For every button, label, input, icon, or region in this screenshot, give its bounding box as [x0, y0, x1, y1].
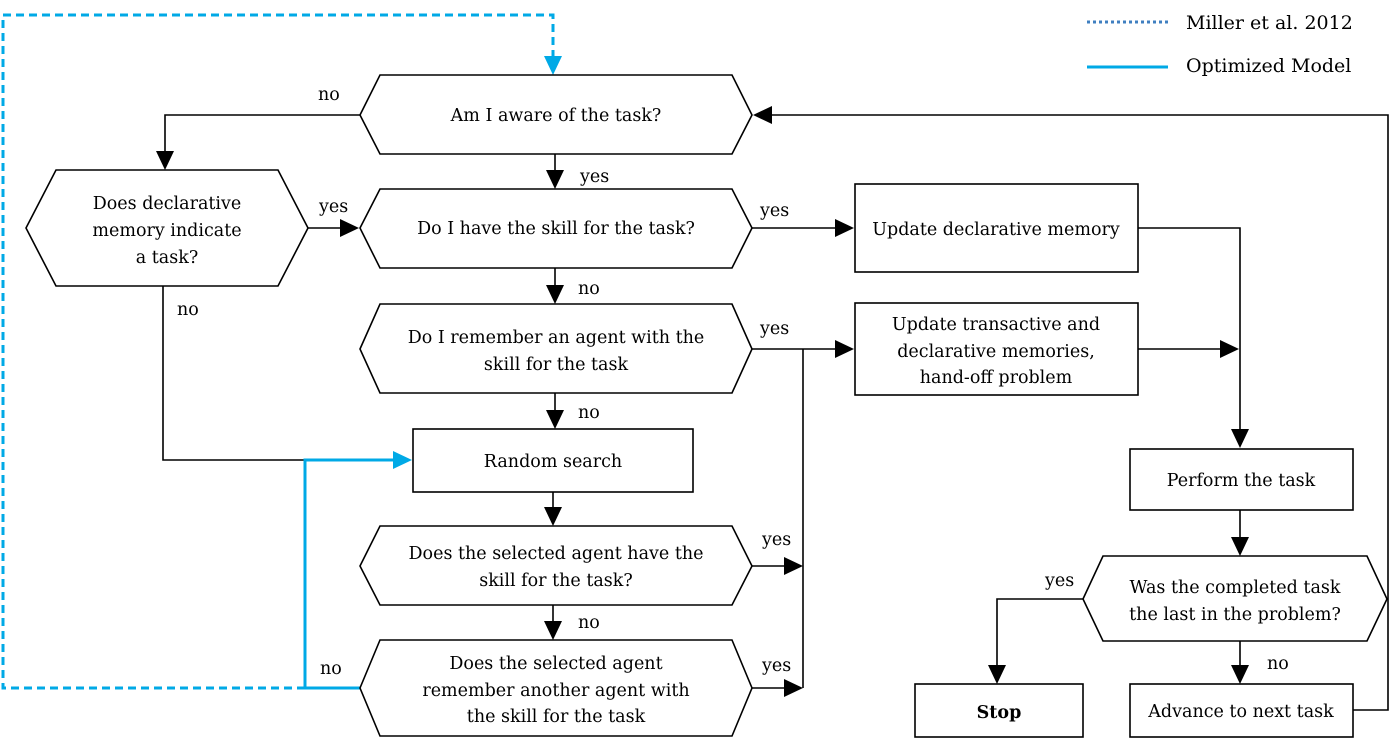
- arrowhead: [544, 621, 562, 640]
- node-stop: Stop: [914, 683, 1084, 738]
- edge-decl-no: [162, 286, 305, 461]
- arrowhead: [546, 170, 564, 189]
- decision-hexagon: [359, 74, 753, 155]
- decision-hexagon: [359, 188, 753, 269]
- arrowhead: [784, 679, 803, 697]
- edge-labels: no yes yes no yes no yes no yes no yes n…: [177, 85, 1289, 679]
- arrowhead: [546, 410, 564, 429]
- node-last-label-1: Was the completed task: [1130, 578, 1341, 598]
- node-perform: Perform the task: [1129, 448, 1354, 511]
- arrowhead: [1231, 537, 1249, 556]
- optimized-model-path: [303, 458, 396, 690]
- node-last: Was the completed task the last in the p…: [1082, 555, 1388, 642]
- miller-2012-path: [1, 13, 555, 690]
- node-aware: Am I aware of the task?: [359, 74, 753, 155]
- node-update-declarative-label: Update declarative memory: [872, 220, 1120, 240]
- edge-aware-no: [164, 114, 360, 163]
- node-declarative-label-2: memory indicate: [92, 221, 241, 241]
- arrowhead: [544, 507, 562, 526]
- legend: Miller et al. 2012 Optimized Model: [1087, 12, 1353, 77]
- decision-hexagon: [25, 169, 309, 287]
- node-selected-remember: Does the selected agent remember another…: [359, 639, 753, 737]
- arrowhead: [835, 340, 854, 358]
- node-random: Random search: [412, 428, 694, 493]
- arrowhead-blue: [544, 56, 562, 75]
- edge-last-yes: [996, 598, 1083, 676]
- node-remember-label-1: Do I remember an agent with the: [408, 328, 705, 348]
- node-selected-skill: Does the selected agent have the skill f…: [359, 525, 753, 606]
- node-selected-skill-label-1: Does the selected agent have the: [409, 544, 704, 564]
- arrowhead: [1220, 340, 1239, 358]
- node-skill-label: Do I have the skill for the task?: [417, 219, 695, 239]
- label-selected-skill-yes: yes: [761, 530, 791, 550]
- label-last-yes: yes: [1044, 571, 1074, 591]
- node-update-transactive: Update transactive and declarative memor…: [854, 302, 1139, 396]
- process-box: [412, 428, 694, 493]
- node-selected-remember-label-1: Does the selected agent: [449, 654, 662, 674]
- node-declarative-label-1: Does declarative: [93, 194, 242, 214]
- label-selected-remember-yes: yes: [761, 656, 791, 676]
- decision-hexagon: [1082, 555, 1388, 642]
- legend-solid-label: Optimized Model: [1186, 55, 1351, 77]
- process-box: [1129, 683, 1354, 738]
- label-decl-no: no: [177, 300, 199, 320]
- process-box: [854, 302, 1139, 396]
- label-aware-no: no: [318, 85, 340, 105]
- node-aware-label: Am I aware of the task?: [450, 106, 662, 126]
- arrowhead: [753, 106, 772, 124]
- node-selected-remember-label-2: remember another agent with: [422, 681, 689, 701]
- arrowhead-blue: [393, 451, 412, 469]
- node-remember: Do I remember an agent with the skill fo…: [359, 303, 753, 394]
- terminal-box: [914, 683, 1084, 738]
- node-update-transactive-label-1: Update transactive and: [892, 315, 1100, 335]
- label-remember-no: no: [578, 403, 600, 423]
- node-selected-remember-label-3: the skill for the task: [467, 707, 646, 727]
- node-remember-label-2: skill for the task: [484, 355, 629, 375]
- process-box: [854, 183, 1139, 273]
- node-skill: Do I have the skill for the task?: [359, 188, 753, 269]
- label-selected-skill-no: no: [578, 613, 600, 633]
- arrowhead: [835, 219, 854, 237]
- node-perform-label: Perform the task: [1167, 471, 1316, 491]
- arrowhead: [784, 557, 803, 575]
- node-selected-skill-label-2: skill for the task?: [479, 571, 633, 591]
- edge-advance-loop: [762, 114, 1389, 711]
- node-advance: Advance to next task: [1129, 683, 1354, 738]
- node-advance-label: Advance to next task: [1147, 702, 1334, 722]
- edge-update-decl-out: [1138, 227, 1241, 440]
- node-update-transactive-label-2: declarative memories,: [897, 342, 1095, 362]
- model-paths: [1, 13, 562, 690]
- arrowhead: [1231, 665, 1249, 684]
- label-aware-yes: yes: [579, 167, 609, 187]
- connectors: [156, 106, 1389, 711]
- node-stop-label: Stop: [977, 703, 1022, 723]
- node-update-declarative: Update declarative memory: [854, 183, 1139, 273]
- label-remember-yes: yes: [759, 319, 789, 339]
- arrowhead: [1231, 429, 1249, 448]
- arrowhead: [546, 285, 564, 304]
- node-update-transactive-label-3: hand-off problem: [920, 368, 1073, 388]
- decision-hexagon: [359, 303, 753, 394]
- node-random-label: Random search: [484, 452, 622, 472]
- label-decl-yes: yes: [318, 197, 348, 217]
- node-declarative: Does declarative memory indicate a task?: [25, 169, 309, 287]
- label-skill-no: no: [578, 279, 600, 299]
- label-selected-remember-no: no: [320, 659, 342, 679]
- arrowhead: [340, 219, 359, 237]
- decision-hexagon: [359, 525, 753, 606]
- label-skill-yes: yes: [759, 201, 789, 221]
- node-declarative-label-3: a task?: [136, 248, 198, 268]
- process-box: [1129, 448, 1354, 511]
- decision-hexagon: [359, 639, 753, 737]
- legend-dashed-label: Miller et al. 2012: [1186, 12, 1353, 34]
- arrowhead: [156, 151, 174, 170]
- label-last-no: no: [1267, 654, 1289, 674]
- arrowhead: [988, 665, 1006, 684]
- node-last-label-2: the last in the problem?: [1129, 605, 1341, 625]
